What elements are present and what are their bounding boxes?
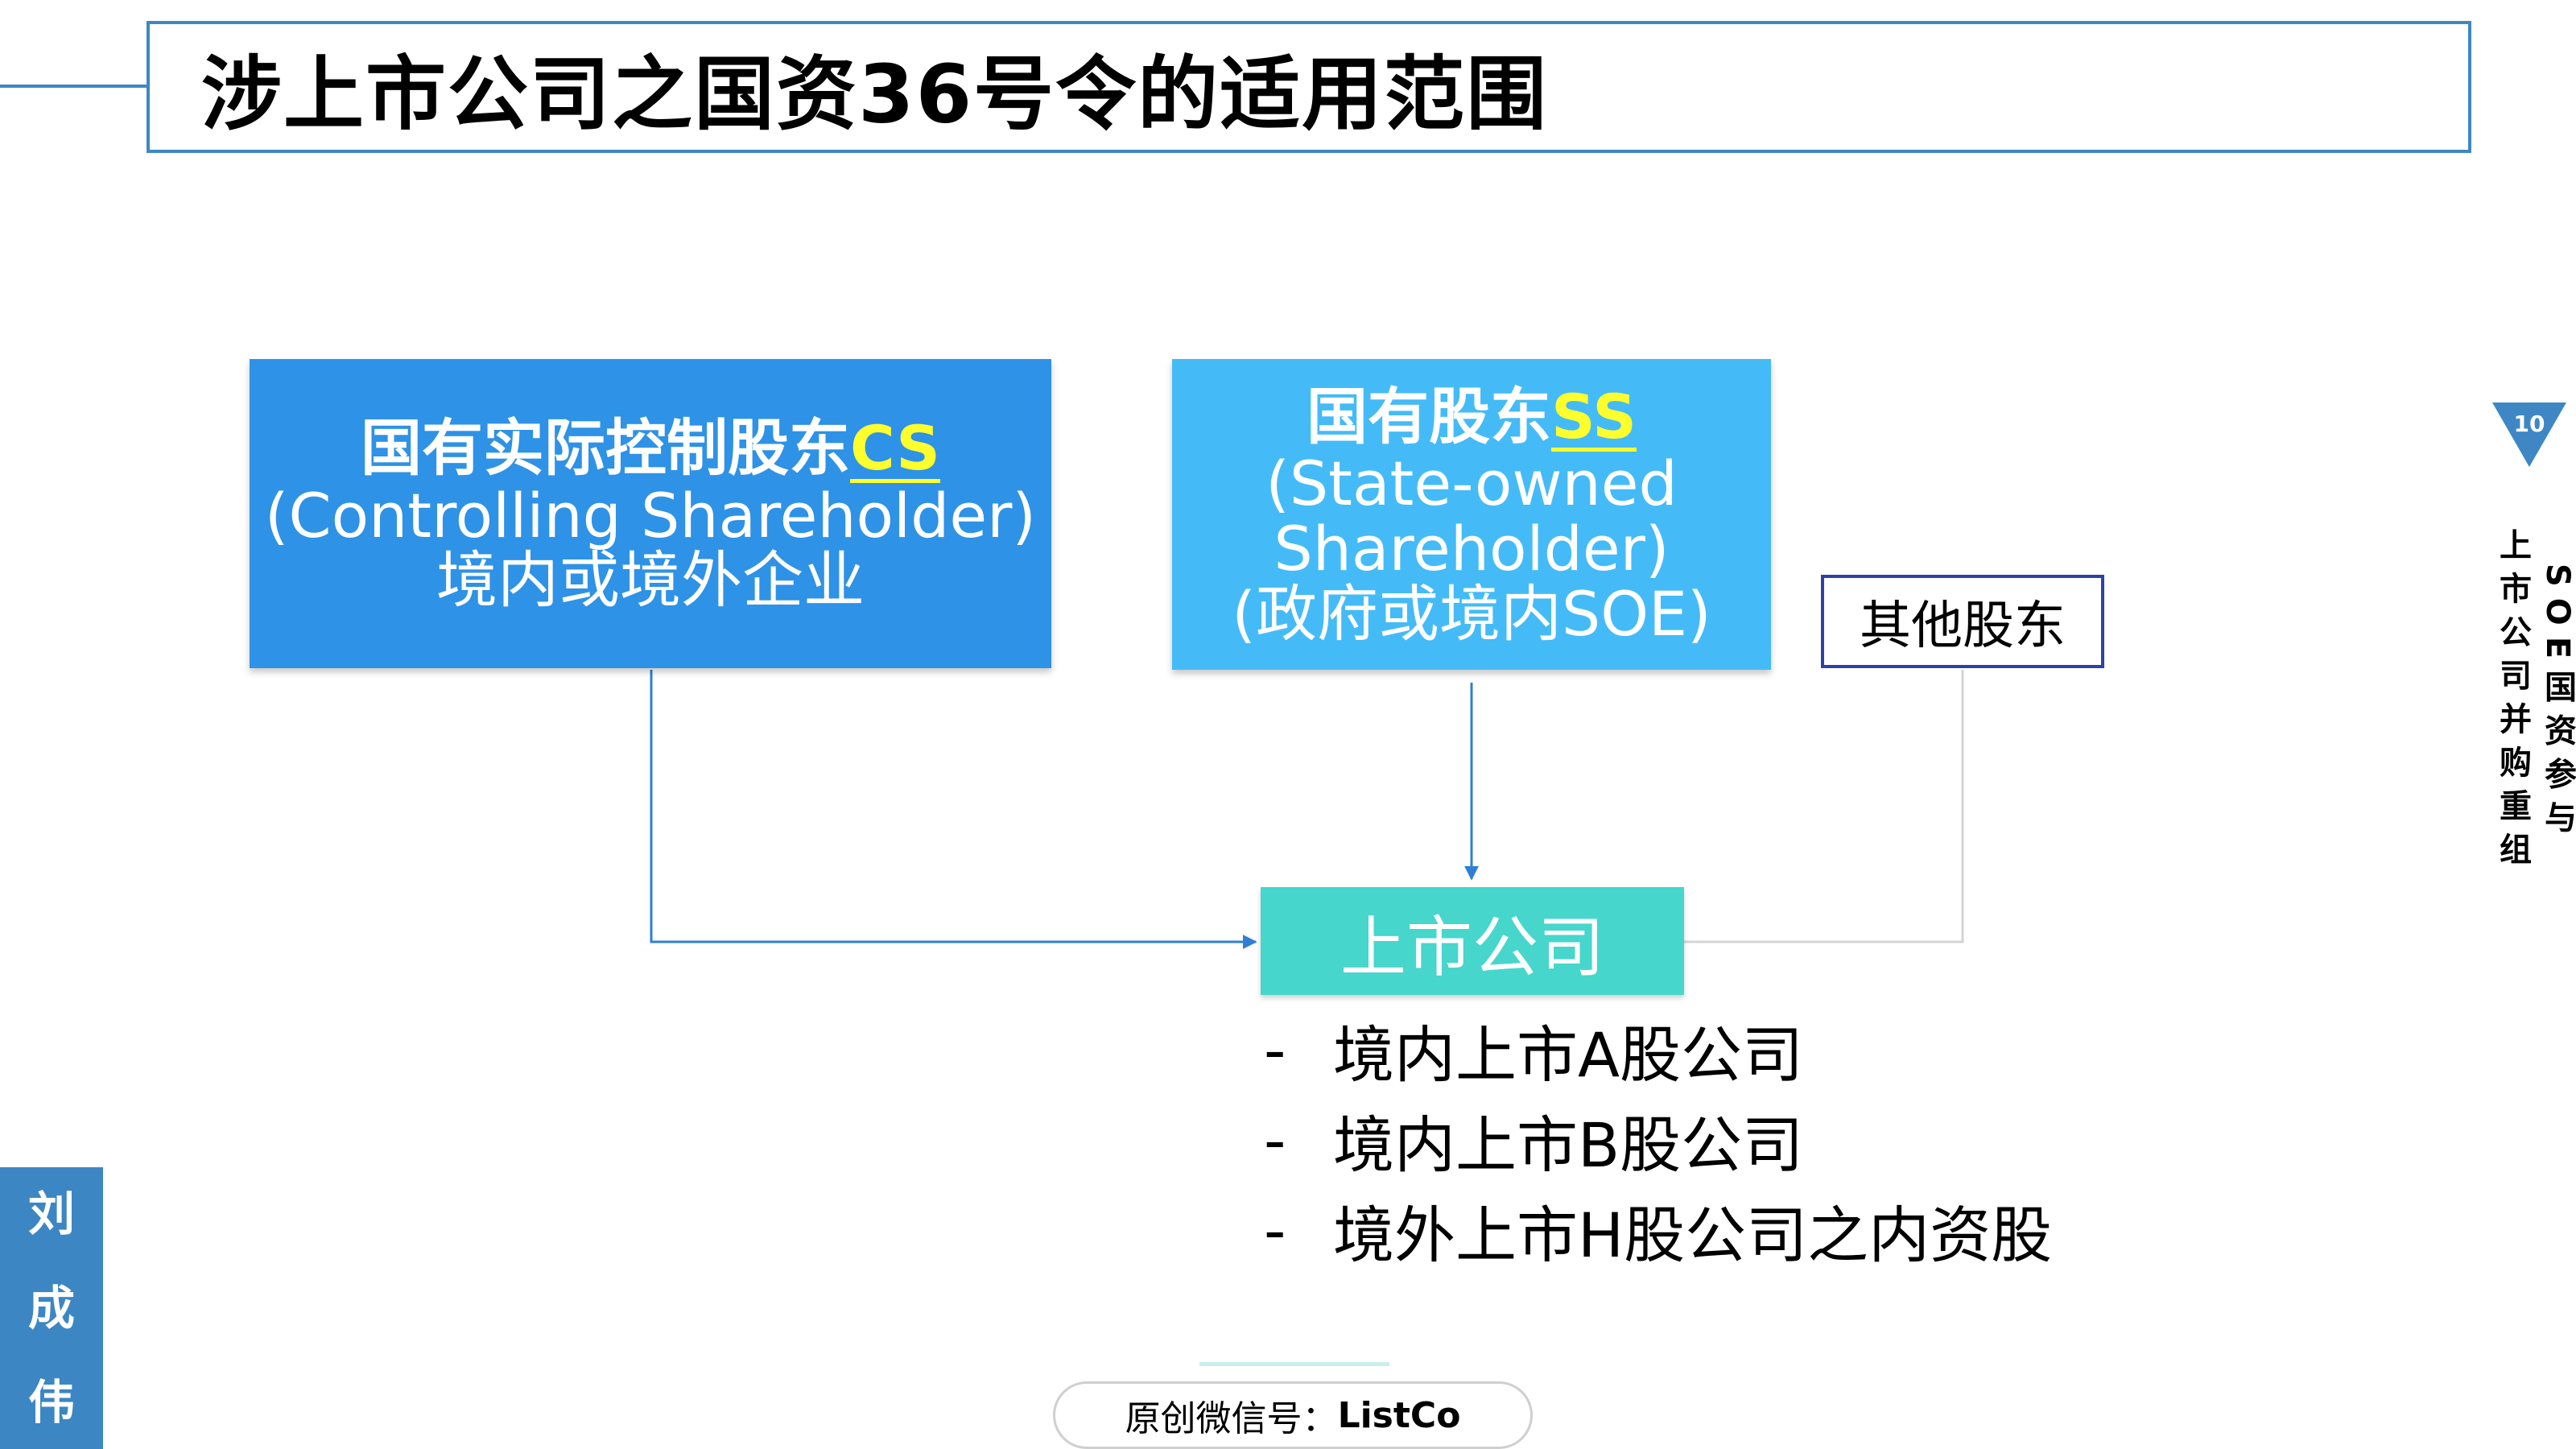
side-title-column-1: SOE国资参与 <box>2539 564 2576 844</box>
ss-highlight: SS <box>1550 380 1637 452</box>
list-item: - 境内上市A股公司 <box>1256 1005 2052 1095</box>
listed-company-box: 上市公司 <box>1261 887 1684 995</box>
author-block: 刘 成 伟 <box>0 1167 103 1449</box>
state-owned-shareholder-box: 国有股东SS (State-owned Shareholder) (政府或境内S… <box>1172 359 1771 670</box>
ss-box-line-3: (政府或境内SOE) <box>1232 577 1711 650</box>
title-accent-line <box>0 85 147 88</box>
footer-accent-line <box>1199 1362 1389 1366</box>
other-shareholders-box: 其他股东 <box>1821 575 2104 668</box>
page-badge-icon <box>2492 402 2566 467</box>
list-item-text: 境内上市A股公司 <box>1333 1019 1803 1091</box>
author-char: 伟 <box>27 1374 75 1430</box>
cs-highlight: CS <box>850 412 940 485</box>
cs-box-line-1: (Controlling Shareholder) <box>264 479 1037 551</box>
connector-cs-to-listed <box>650 670 1257 949</box>
ss-title-text: 国有股东 <box>1306 380 1551 452</box>
bullet-dash: - <box>1264 1013 1286 1086</box>
listed-company-types: - 境内上市A股公司 - 境内上市B股公司 - 境外上市H股公司之内资股 <box>1256 1005 2052 1275</box>
side-title-column-2: 上市公司并购重组 <box>2494 528 2531 876</box>
page-number: 10 <box>2513 411 2545 437</box>
footer-account: ListCo <box>1337 1394 1461 1436</box>
author-char: 刘 <box>27 1187 75 1242</box>
page-title: 涉上市公司之国资36号令的适用范围 <box>201 47 1549 142</box>
title-frame: 涉上市公司之国资36号令的适用范围 <box>147 21 2471 153</box>
ss-box-line-1: (State-owned <box>1265 448 1678 520</box>
list-item: - 境外上市H股公司之内资股 <box>1256 1185 2052 1275</box>
cs-box-title: 国有实际控制股东CS <box>361 412 940 485</box>
cs-box-line-2: 境内或境外企业 <box>436 544 865 617</box>
ss-box-title: 国有股东SS <box>1307 382 1637 452</box>
author-char: 成 <box>27 1280 75 1335</box>
cs-title-text: 国有实际控制股东 <box>361 412 851 485</box>
footer-label: 原创微信号： <box>1125 1398 1338 1439</box>
ss-box-line-2: Shareholder) <box>1274 513 1670 585</box>
connector-others-to-listed <box>1684 670 1964 943</box>
wechat-account-badge: 原创微信号： ListCo <box>1053 1381 1533 1449</box>
bullet-dash: - <box>1264 1104 1286 1176</box>
list-item-text: 境外上市H股公司之内资股 <box>1333 1199 2053 1271</box>
list-item: - 境内上市B股公司 <box>1256 1095 2052 1185</box>
controlling-shareholder-box: 国有实际控制股东CS (Controlling Shareholder) 境内或… <box>250 359 1051 668</box>
bullet-dash: - <box>1264 1194 1286 1266</box>
list-item-text: 境内上市B股公司 <box>1333 1109 1804 1181</box>
